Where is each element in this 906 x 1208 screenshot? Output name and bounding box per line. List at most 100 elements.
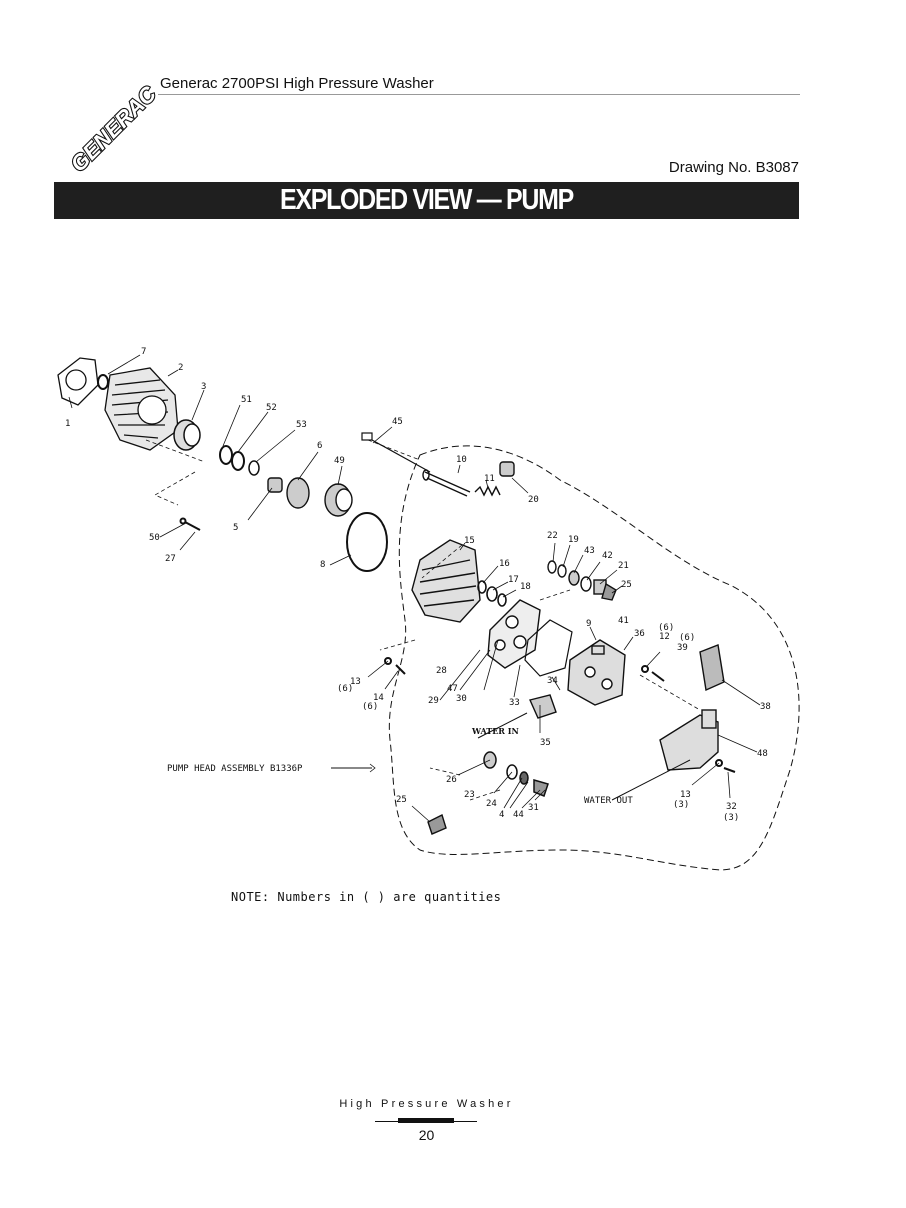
footer-bar xyxy=(398,1118,454,1123)
pump-head-boundary xyxy=(388,445,800,871)
ring-52 xyxy=(231,451,245,471)
label-33: 33 xyxy=(509,698,520,708)
header-rule xyxy=(158,94,800,95)
label-23: 23 xyxy=(464,790,475,800)
label-26: 26 xyxy=(446,775,457,785)
label-31: 31 xyxy=(528,803,539,813)
pump-head-36 xyxy=(567,639,626,706)
label-22: 22 xyxy=(547,531,558,541)
label-53: 53 xyxy=(296,420,307,430)
label-29: 29 xyxy=(428,696,439,706)
seals-16-18 xyxy=(477,580,507,607)
quantities-note: NOTE: Numbers in ( ) are quantities xyxy=(231,890,502,904)
label-8: 8 xyxy=(320,560,325,570)
screw-39 xyxy=(641,665,665,682)
check-valves xyxy=(547,560,617,601)
label-49: 49 xyxy=(334,456,345,466)
label-25-upper: 25 xyxy=(621,580,632,590)
label-32: 32 xyxy=(726,802,737,812)
generac-logo: GENERAC xyxy=(64,79,162,177)
unloader-48 xyxy=(659,709,719,771)
label-48: 48 xyxy=(757,749,768,759)
plunger-10 xyxy=(422,461,515,497)
label-42: 42 xyxy=(602,551,613,561)
label-45: 45 xyxy=(392,417,403,427)
label-44: 44 xyxy=(513,810,524,820)
label-13-right-qty: (3) xyxy=(673,800,689,810)
label-17: 17 xyxy=(508,575,519,585)
label-11: 11 xyxy=(484,474,495,484)
label-47: 47 xyxy=(447,684,458,694)
label-28: 28 xyxy=(436,666,447,676)
label-25-lower: 25 xyxy=(396,795,407,805)
label-4: 4 xyxy=(499,810,504,820)
oring-7 xyxy=(97,374,109,390)
pin-45 xyxy=(361,432,431,473)
valve-25-lower xyxy=(427,814,447,835)
screw-27 xyxy=(179,517,201,531)
gasket-34 xyxy=(524,619,573,677)
bearing-3 xyxy=(173,419,201,451)
exploded-view-diagram: 1 7 2 3 51 52 53 6 49 5 50 27 8 45 10 11… xyxy=(57,347,800,871)
label-51: 51 xyxy=(241,395,252,405)
label-18: 18 xyxy=(520,582,531,592)
label-50: 50 xyxy=(149,533,160,543)
label-6: 6 xyxy=(317,441,322,451)
label-1: 1 xyxy=(65,419,70,429)
label-43: 43 xyxy=(584,546,595,556)
label-14-qty: (6) xyxy=(362,702,378,712)
document-title: Generac 2700PSI High Pressure Washer xyxy=(160,75,434,92)
label-27: 27 xyxy=(165,554,176,564)
label-14: 14 xyxy=(373,693,384,703)
label-5: 5 xyxy=(233,523,238,533)
leader-lines xyxy=(68,354,761,823)
label-32-qty: (3) xyxy=(723,813,739,823)
label-2: 2 xyxy=(178,363,183,373)
screw-32 xyxy=(715,759,736,773)
label-7: 7 xyxy=(141,347,146,357)
label-13-left: 13 xyxy=(350,677,361,687)
label-52: 52 xyxy=(266,403,277,413)
label-15: 15 xyxy=(464,536,475,546)
label-3: 3 xyxy=(201,382,206,392)
label-41: 41 xyxy=(618,616,629,626)
ring-53 xyxy=(248,460,260,476)
label-13-right: 13 xyxy=(680,790,691,800)
label-16: 16 xyxy=(499,559,510,569)
water-in-label: WATER IN xyxy=(471,726,519,736)
oring-8 xyxy=(346,512,388,572)
label-38: 38 xyxy=(760,702,771,712)
crankcase xyxy=(104,367,179,451)
label-21: 21 xyxy=(618,561,629,571)
unloader-cap-38 xyxy=(699,644,725,692)
label-10: 10 xyxy=(456,455,467,465)
label-9: 9 xyxy=(586,619,591,629)
lower-valves xyxy=(483,751,549,797)
label-39: 39 xyxy=(677,643,688,653)
label-34: 34 xyxy=(547,676,558,686)
section-title: EXPLODED VIEW — PUMP xyxy=(280,184,574,216)
label-24: 24 xyxy=(486,799,497,809)
label-39-qty: (6) xyxy=(679,633,695,643)
label-36: 36 xyxy=(634,629,645,639)
label-13-left-qty: (6) xyxy=(337,684,353,694)
logo-text: GENERAC xyxy=(65,80,161,176)
valve-plate-33 xyxy=(487,599,541,669)
water-out-label: WATER OUT xyxy=(584,796,633,806)
label-35: 35 xyxy=(540,738,551,748)
piston-parts xyxy=(267,477,353,517)
end-cover xyxy=(57,357,99,406)
drawing-number: Drawing No. B3087 xyxy=(668,159,799,176)
footer-title: High Pressure Washer xyxy=(339,1098,514,1110)
label-19: 19 xyxy=(568,535,579,545)
section-banner: EXPLODED VIEW — PUMP xyxy=(54,182,799,219)
ring-51 xyxy=(219,445,233,465)
label-30: 30 xyxy=(456,694,467,704)
inlet-35 xyxy=(529,694,557,719)
label-12-qty: (6) xyxy=(658,623,674,633)
label-20: 20 xyxy=(528,495,539,505)
manifold-15 xyxy=(411,539,481,623)
label-12: 12 xyxy=(659,632,670,642)
page-number: 20 xyxy=(418,1127,435,1143)
pump-head-assembly-label: PUMP HEAD ASSEMBLY B1336P xyxy=(167,764,303,774)
